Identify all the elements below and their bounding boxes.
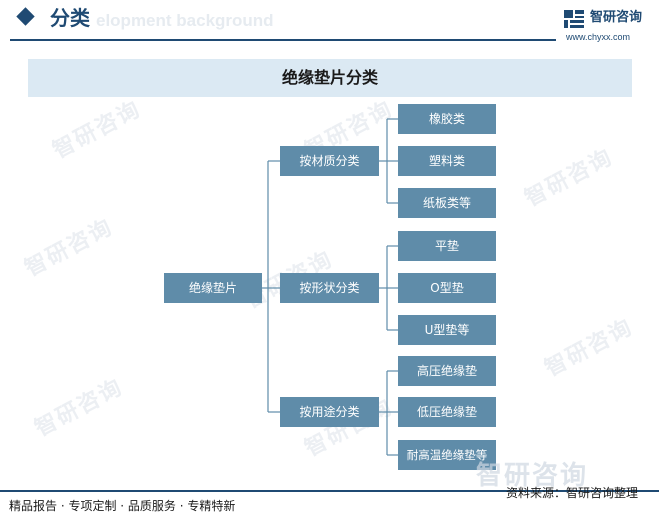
brand-logo-icon	[564, 10, 584, 28]
leaf-node: 平垫	[398, 231, 496, 261]
watermark: 智研咨询	[30, 374, 128, 442]
brand-url: www.chyxx.com	[566, 32, 631, 42]
title-banner	[28, 59, 632, 97]
root-node: 绝缘垫片	[164, 273, 262, 303]
diagram-title: 绝缘垫片分类	[281, 68, 378, 87]
branch-node: 按用途分类	[280, 397, 379, 427]
leaf-node: 高压绝缘垫	[398, 356, 496, 386]
leaf-node: 塑料类	[398, 146, 496, 176]
footer-watermark: 智研咨询	[476, 461, 589, 491]
leaf-node: 低压绝缘垫	[398, 397, 496, 427]
branch-node: 按形状分类	[280, 273, 379, 303]
footer-divider	[0, 490, 659, 492]
brand-name: 智研咨询	[590, 10, 643, 25]
watermark: 智研咨询	[520, 144, 618, 212]
leaf-node: 纸板类等	[398, 188, 496, 218]
header-divider	[10, 39, 556, 41]
section-title: 分类	[50, 6, 90, 30]
branch-node: 按材质分类	[280, 146, 379, 176]
leaf-node: O型垫	[398, 273, 496, 303]
header-background-text: elopment background	[96, 11, 274, 30]
footer-tagline: 精品报告 · 专项定制 · 品质服务 · 专精特新	[9, 499, 236, 513]
leaf-node: 橡胶类	[398, 104, 496, 134]
leaf-node: 耐高温绝缘垫等	[398, 440, 496, 470]
source-note: 资料来源：智研咨询整理	[506, 486, 639, 500]
diamond-icon	[16, 7, 35, 26]
leaf-node: U型垫等	[398, 315, 496, 345]
watermark: 智研咨询	[540, 314, 638, 382]
watermark: 智研咨询	[48, 96, 146, 164]
watermark: 智研咨询	[20, 214, 118, 282]
